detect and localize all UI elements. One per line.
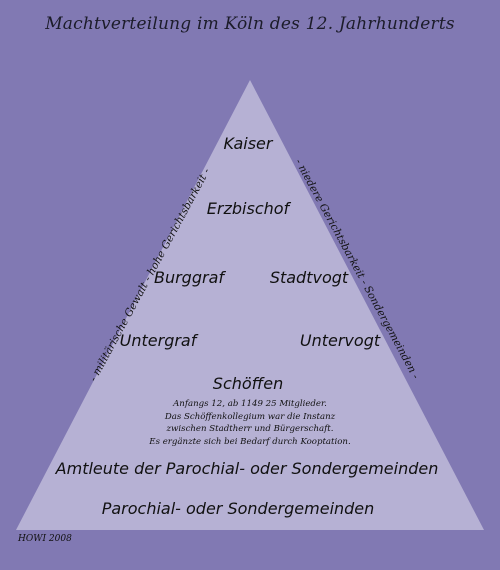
level-amtleute: Amtleute der Parochial- oder Sondergemei… (55, 459, 439, 478)
credit-label: HOWI 2008 (18, 534, 72, 544)
schoeffen-note: Anfangs 12, ab 1149 25 Mitglieder. Das S… (80, 398, 420, 448)
level-schoeffen: Schöffen (212, 374, 284, 393)
note-line: Das Schöffenkollegium war die Instanz (164, 411, 336, 422)
level-burggraf: Burggraf (153, 268, 225, 287)
level-gemeinden: Parochial- oder Sondergemeinden (101, 499, 375, 518)
level-kaiser: Kaiser (223, 134, 273, 153)
note-line: Anfangs 12, ab 1149 25 Mitglieder. (173, 399, 327, 409)
diagram-title: Machtverteilung im Köln des 12. Jahrhund… (45, 14, 455, 34)
level-erzbischof: Erzbischof (206, 199, 290, 218)
note-line: zwischen Stadtherr und Bürgerschaft. (166, 424, 334, 434)
level-stadtvogt: Stadtvogt (269, 268, 349, 287)
level-untervogt: Untervogt (299, 331, 381, 350)
note-line: Es ergänzte sich bei Bedarf durch Koopta… (149, 436, 351, 447)
level-untergraf: Untergraf (119, 331, 197, 350)
